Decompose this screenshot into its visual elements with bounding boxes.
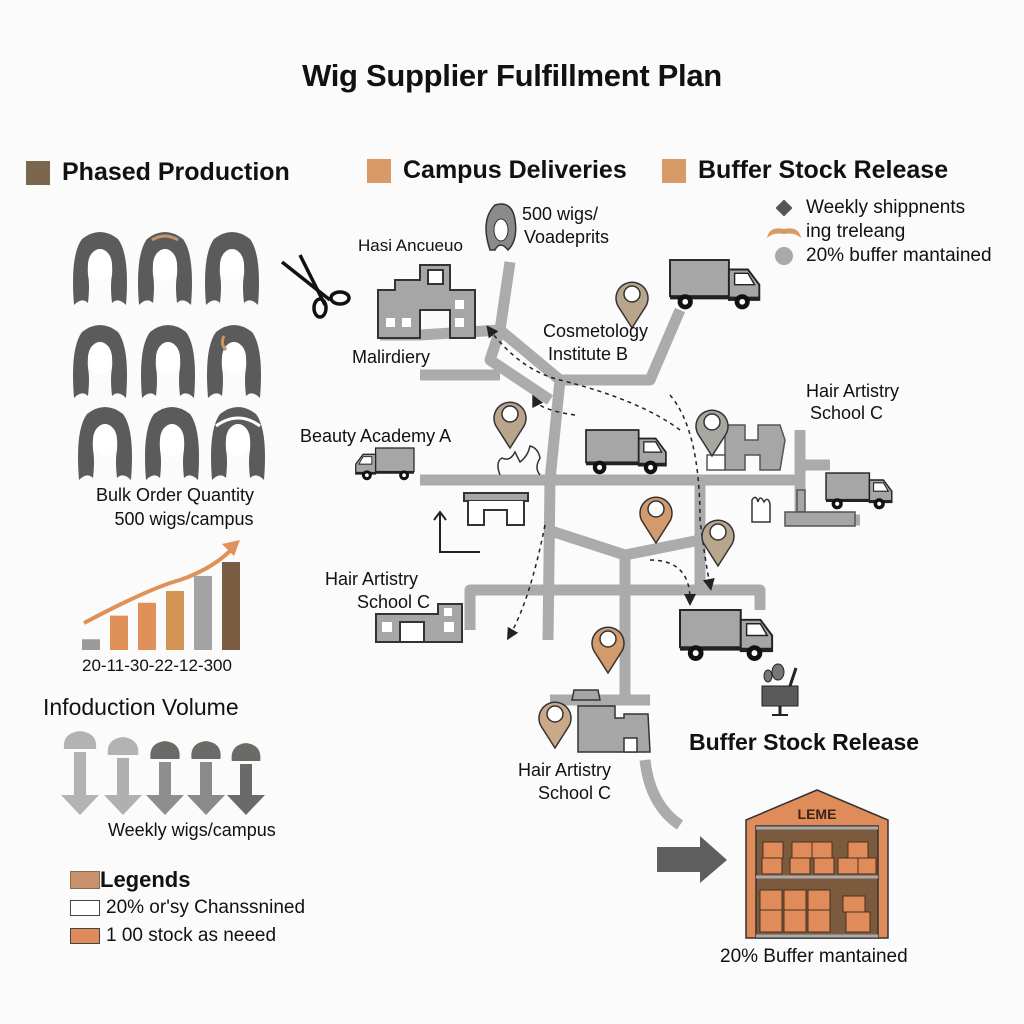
label-hair-artistry-bottom-2: School C bbox=[538, 783, 612, 803]
phased-production-swatch bbox=[26, 160, 50, 185]
map-pin-icon bbox=[639, 496, 673, 544]
bulk-order-value: 500 wigs/campus bbox=[114, 509, 254, 529]
category-label: Phased Production bbox=[62, 158, 290, 186]
legend-swatch-orange bbox=[70, 928, 100, 944]
page-title: Wig Supplier Fulfillment Plan bbox=[302, 58, 722, 93]
label-hair-artistry-left-2: School C bbox=[357, 592, 431, 612]
bar-5 bbox=[194, 575, 212, 650]
label-hair-artistry-top-2: School C bbox=[810, 403, 884, 423]
production-volume-arrow-1 bbox=[61, 731, 99, 815]
building-hair-artistry-bottom-icon bbox=[571, 689, 651, 753]
bar-4 bbox=[166, 590, 184, 650]
production-volume-arrow-4 bbox=[187, 741, 225, 815]
truck-icon bbox=[678, 608, 774, 663]
beauty-figure-icon bbox=[497, 445, 541, 476]
label-wigs-note-1: 500 wigs/ bbox=[522, 204, 599, 224]
trend-arrow-head bbox=[222, 540, 240, 556]
category-label: Campus Deliveries bbox=[403, 156, 627, 184]
legends-box: Legends 20% or'sy Chanssnined 1 00 stock… bbox=[70, 866, 305, 950]
building-hair-artistry-left-icon bbox=[375, 603, 463, 643]
hand-icon bbox=[751, 496, 771, 523]
circle-icon bbox=[770, 246, 798, 266]
truck-icon bbox=[668, 258, 761, 311]
warehouse-sign: LEME bbox=[797, 806, 837, 822]
label-hasi-ancueuo: Hasi Ancueuo bbox=[358, 236, 463, 255]
building-malirdiery-icon bbox=[377, 264, 476, 339]
turn-arrow-icon bbox=[433, 510, 480, 553]
legend-label: 1 00 stock as neeed bbox=[106, 925, 277, 946]
label-beauty-academy-a: Beauty Academy A bbox=[300, 426, 452, 446]
label-hair-artistry-bottom-1: Hair Artistry bbox=[518, 760, 612, 780]
woman-avatar-icon bbox=[485, 203, 517, 252]
buffer-stock-release-title: Buffer Stock Release bbox=[689, 729, 920, 755]
legend-label: 20% or'sy Chanssnined bbox=[106, 897, 306, 918]
wig-headband-icon bbox=[138, 232, 192, 305]
campus-deliveries-swatch bbox=[367, 158, 391, 183]
bar-axis-label: 20-11-30-22-12-300 bbox=[82, 656, 232, 675]
legend-item: 20% or'sy Chanssnined bbox=[70, 894, 305, 922]
buffer-caption: 20% Buffer mantained bbox=[720, 946, 908, 967]
store-icon bbox=[463, 492, 529, 526]
arrow-right-icon bbox=[657, 836, 727, 883]
map-pin-icon bbox=[538, 701, 572, 749]
label-wigs-note-2: Voadeprits bbox=[524, 227, 610, 247]
category-buffer-stock-release: Buffer Stock Release bbox=[662, 156, 948, 185]
production-volume-title: Infoduction Volume bbox=[43, 694, 239, 720]
bulk-order-title: Bulk Order Quantity bbox=[95, 485, 255, 505]
key-item-weekly-shipments: Weekly shippnents bbox=[770, 196, 992, 220]
map-pin-icon bbox=[695, 409, 729, 457]
map-pin-icon bbox=[493, 401, 527, 449]
dashed-routes bbox=[486, 325, 715, 641]
category-campus-deliveries: Campus Deliveries bbox=[367, 156, 627, 185]
truck-icon bbox=[354, 447, 415, 482]
category-phased-production: Phased Production bbox=[26, 158, 290, 187]
legends-title-row: Legends bbox=[70, 866, 305, 894]
key-item-trailing: ing treleang bbox=[767, 220, 992, 244]
label-hair-artistry-top-1: Hair Artistry bbox=[806, 381, 900, 401]
scissors-icon bbox=[280, 254, 351, 319]
label-malirdiery: Malirdiery bbox=[352, 347, 431, 367]
truck-icon bbox=[584, 428, 668, 476]
diamond-icon bbox=[770, 198, 798, 218]
trend-arrow-line bbox=[83, 543, 238, 625]
key-legend: Weekly shippnents ing treleang 20% buffe… bbox=[767, 196, 992, 268]
key-label: Weekly shippnents bbox=[806, 197, 966, 218]
legend-item: 1 00 stock as neeed bbox=[70, 922, 305, 950]
building-hair-artistry-top-icon bbox=[706, 424, 786, 471]
legends-title-swatch bbox=[70, 871, 100, 889]
truck-icon bbox=[824, 471, 893, 511]
legends-title: Legends bbox=[100, 867, 191, 892]
map-pin-icon bbox=[591, 626, 625, 674]
key-label: ing treleang bbox=[806, 221, 906, 242]
bar-3 bbox=[138, 602, 156, 650]
wig-cap-icon bbox=[211, 407, 265, 480]
wig-clip-icon bbox=[207, 325, 261, 398]
production-volume-arrow-2 bbox=[104, 737, 142, 815]
map-pin-icon bbox=[701, 519, 735, 567]
key-item-buffer: 20% buffer mantained bbox=[770, 244, 992, 268]
legend-swatch-white bbox=[70, 900, 100, 916]
production-volume-arrow-5 bbox=[227, 743, 265, 815]
buffer-stock-swatch bbox=[662, 158, 686, 183]
production-volume-arrow-3 bbox=[146, 741, 184, 815]
factory-icon bbox=[784, 489, 856, 527]
label-cosmetology-institute-b-2: Institute B bbox=[548, 344, 629, 364]
bar-6 bbox=[222, 562, 240, 650]
weekly-wigs-label: Weekly wigs/campus bbox=[108, 820, 276, 840]
makeup-brush-holder-icon bbox=[761, 663, 799, 716]
warehouse-icon bbox=[745, 789, 889, 939]
bar-1 bbox=[82, 639, 100, 650]
category-label: Buffer Stock Release bbox=[698, 156, 949, 184]
label-cosmetology-institute-b-1: Cosmetology bbox=[543, 321, 649, 341]
key-label: 20% buffer mantained bbox=[806, 245, 992, 266]
label-hair-artistry-left-1: Hair Artistry bbox=[325, 569, 419, 589]
mustache-icon bbox=[767, 224, 801, 240]
bar-2 bbox=[110, 615, 128, 650]
